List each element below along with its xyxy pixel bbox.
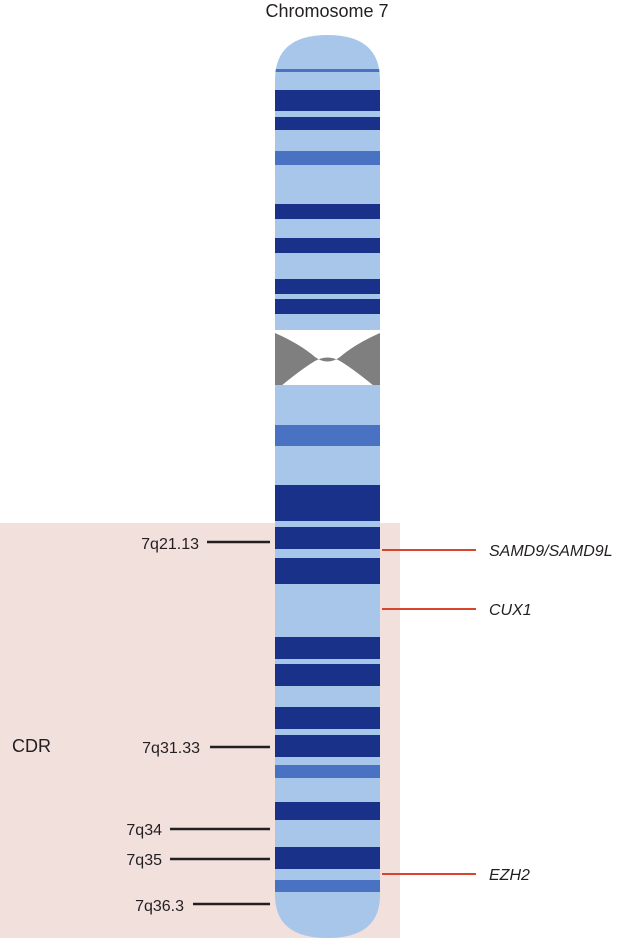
band-q-7 [275,707,380,729]
band-q-12 [275,880,380,892]
band-p-7 [275,279,380,294]
chromosome-q-arm [275,385,380,938]
band-p-5 [275,204,380,219]
gene-label-cux1: CUX1 [489,602,532,619]
band-q-10 [275,802,380,820]
band-label-7q36-3: 7q36.3 [135,898,184,915]
band-label-7q34: 7q34 [126,822,162,839]
band-q-8 [275,735,380,757]
band-label-7q31-33: 7q31.33 [142,740,200,757]
band-q-4 [275,558,380,584]
band-p-1 [275,69,380,72]
chromosome-title: Chromosome 7 [265,1,388,21]
band-q-3 [275,527,380,549]
gene-label-ezh2: EZH2 [489,867,530,884]
band-q-9 [275,765,380,778]
band-q-1 [275,425,380,446]
band-p-6 [275,238,380,253]
band-q-6 [275,664,380,686]
band-q-5 [275,637,380,659]
band-p-3 [275,117,380,130]
band-q-11 [275,847,380,869]
band-label-7q21-13: 7q21.13 [141,536,199,553]
gene-label-samd9: SAMD9/SAMD9L [489,543,613,560]
band-label-7q35: 7q35 [126,852,162,869]
band-p-8 [275,299,380,314]
band-p-2 [275,90,380,111]
centromere [275,333,380,391]
band-q-2 [275,485,380,521]
chromosome-p-arm [275,35,380,330]
band-p-4 [275,151,380,165]
cdr-label: CDR [12,736,51,756]
